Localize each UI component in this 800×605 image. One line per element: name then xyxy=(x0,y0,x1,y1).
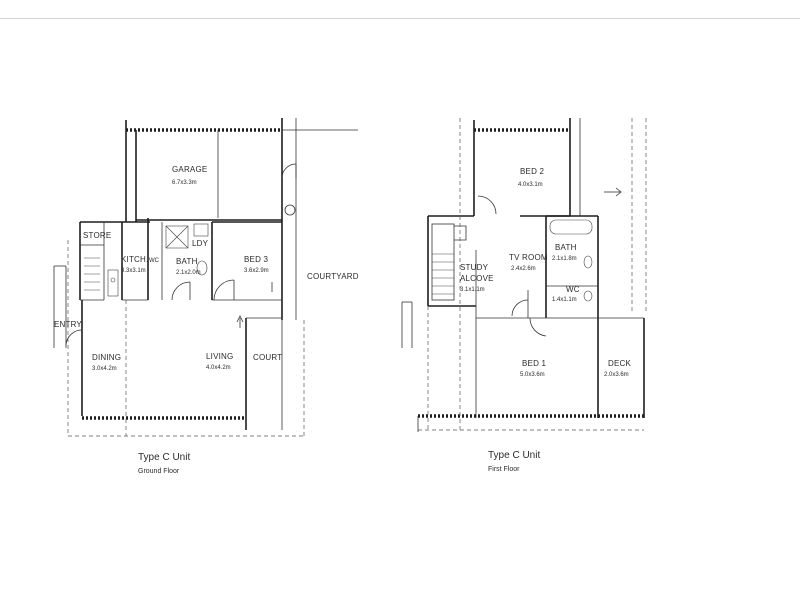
living-label: LIVING xyxy=(206,352,233,361)
alcove-label: ALCOVE xyxy=(460,274,494,283)
first-stair-treads xyxy=(432,253,454,295)
ground-floor-plan: GARAGE 6.7x3.3m STORE KITCH. 3.3x3.1m WC… xyxy=(53,118,359,475)
courtyard-tap xyxy=(284,204,296,216)
first-bath-size: 2.1x1.8m xyxy=(552,256,577,262)
bed3-size: 3.6x2.9m xyxy=(244,268,269,274)
stair-up-arrowhead xyxy=(236,315,244,323)
tvroom-door-swing xyxy=(511,299,529,317)
bed2-label: BED 2 xyxy=(520,167,544,176)
ground-floor-subtitle: Ground Floor xyxy=(138,468,180,475)
bath-basin xyxy=(196,260,208,276)
top-border-line xyxy=(0,18,800,19)
stair-treads xyxy=(84,257,100,291)
bed2-door-swing xyxy=(477,195,497,215)
first-wc-label: WC xyxy=(566,285,580,294)
dining-label: DINING xyxy=(92,353,121,362)
bathtub xyxy=(549,219,593,235)
first-floor-subtitle: First Floor xyxy=(488,466,520,473)
wc-pan xyxy=(583,290,593,302)
garage-label: GARAGE xyxy=(172,165,207,174)
store-label: STORE xyxy=(83,231,111,240)
ldy-label: LDY xyxy=(192,239,209,248)
kitchen-bench xyxy=(107,269,119,297)
courtyard-door-swing xyxy=(281,163,297,179)
deck-size: 2.0x3.6m xyxy=(604,372,629,378)
laundry-tub xyxy=(193,223,209,237)
first-wc-size: 1.4x1.1m xyxy=(552,297,577,303)
bath-label: BATH xyxy=(176,257,198,266)
wc-label: WC xyxy=(149,258,160,264)
first-floor-title: Type C Unit xyxy=(488,450,540,461)
bed3-door-swing xyxy=(213,279,235,301)
study-size: 3.1x1.1m xyxy=(460,287,485,293)
tvroom-size: 2.4x2.6m xyxy=(511,266,536,272)
court-label: COURT xyxy=(253,353,282,362)
first-bath-label: BATH xyxy=(555,243,577,252)
living-size: 4.0x4.2m xyxy=(206,365,231,371)
ground-floor-title: Type C Unit xyxy=(138,452,190,463)
deck-label: DECK xyxy=(608,359,631,368)
dining-size: 3.0x4.2m xyxy=(92,366,117,372)
bath-vanity-basin xyxy=(583,255,593,269)
first-floor-plan: BED 2 4.0x3.1m TV ROOM 2.4x2.6m STUDY AL… xyxy=(401,118,647,473)
bed1-size: 5.0x3.6m xyxy=(520,372,545,378)
tvroom-label: TV ROOM xyxy=(509,253,548,262)
kitchen-sink xyxy=(110,277,116,283)
bed1-label: BED 1 xyxy=(522,359,546,368)
roof-fall-arrowhead xyxy=(615,187,622,197)
study-label: STUDY xyxy=(460,263,489,272)
garage-size: 6.7x3.3m xyxy=(172,180,197,186)
courtyard-label: COURTYARD xyxy=(307,272,359,281)
bed3-label: BED 3 xyxy=(244,255,268,264)
shower-cross-b xyxy=(165,225,189,249)
bed1-door-swing xyxy=(529,317,547,337)
bath-door-swing xyxy=(171,281,191,301)
entry-label: ENTRY xyxy=(54,320,82,329)
shower-tray xyxy=(165,225,189,249)
bed2-size: 4.0x3.1m xyxy=(518,182,543,188)
bath-size: 2.1x2.0m xyxy=(176,270,201,276)
entry-door-swing xyxy=(65,329,83,346)
kitchen-label: KITCH. xyxy=(121,255,148,264)
kitchen-size: 3.3x3.1m xyxy=(121,268,146,274)
